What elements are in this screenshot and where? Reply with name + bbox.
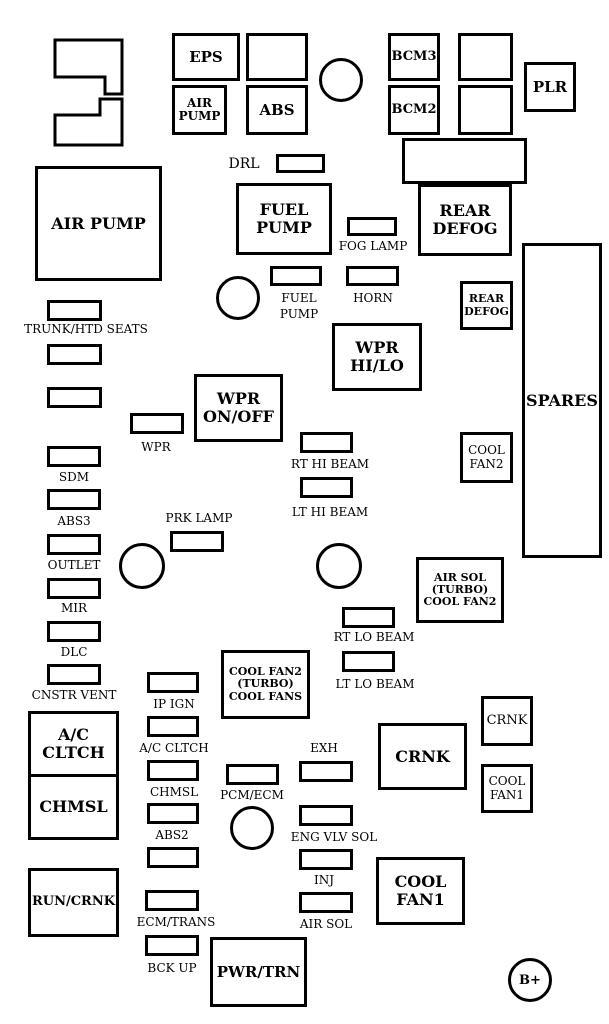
relay-run-crnk: RUN/CRNK bbox=[28, 868, 119, 937]
fuse-label-prk-lamp: PRK LAMP bbox=[165, 511, 233, 525]
bolt-terminal-top bbox=[319, 58, 363, 102]
relay-cool-fan1-small: COOL FAN1 bbox=[481, 764, 533, 813]
fuse-label-eng-vlv-sol: ENG VLV SOL bbox=[290, 830, 378, 844]
fuse-rt-hi-beam bbox=[300, 432, 353, 453]
fuse-label-fog-lamp: FOG LAMP bbox=[338, 239, 408, 253]
fuse-label-horn: HORN bbox=[353, 291, 393, 305]
bolt-terminal-center bbox=[316, 543, 362, 589]
fuse-fuel-pump bbox=[270, 266, 322, 286]
relay-blank-bcm bbox=[458, 33, 513, 81]
fuse-label-cnstr-vent: CNSTR VENT bbox=[31, 688, 117, 702]
fuse-label-ecm-trans: ECM/TRANS bbox=[136, 915, 216, 929]
bolt-terminal-bottom bbox=[230, 806, 274, 850]
relay-air-pump-large: AIR PUMP bbox=[35, 166, 162, 281]
relay-blank-top bbox=[246, 33, 308, 81]
fuse-label-ac-cltch: A/C CLTCH bbox=[139, 741, 209, 755]
fuse-label-abs3: ABS3 bbox=[57, 514, 91, 528]
fuse-ecm-trans bbox=[145, 890, 199, 911]
relay-fuel-pump: FUEL PUMP bbox=[236, 183, 332, 255]
fuse-drl bbox=[276, 154, 325, 173]
fuse-label-ip-ign: IP IGN bbox=[153, 697, 195, 711]
relay-rear-defog-large: REAR DEFOG bbox=[418, 184, 512, 256]
battery-terminal-b-plus: B+ bbox=[508, 958, 552, 1002]
relay-bcm2: BCM2 bbox=[388, 85, 440, 135]
fuse-lt-hi-beam bbox=[300, 477, 353, 498]
bolt-terminal-left bbox=[119, 543, 165, 589]
fuse-eng-vlv-sol bbox=[299, 805, 353, 826]
fuse-prk-lamp bbox=[170, 531, 224, 552]
fuse-label-chmsl: CHMSL bbox=[149, 785, 199, 799]
fuse-blank-2 bbox=[47, 387, 102, 408]
fuse-label-dlc: DLC bbox=[60, 645, 88, 659]
fuse-abs3 bbox=[47, 489, 101, 510]
fuse-bck-up bbox=[145, 935, 199, 956]
fuse-label-mir: MIR bbox=[60, 601, 88, 615]
relay-wpr-on-off: WPR ON/OFF bbox=[194, 374, 283, 442]
fuse-label-abs2: ABS2 bbox=[155, 828, 189, 842]
relay-air-sol-turbo: AIR SOL (TURBO) COOL FAN2 bbox=[416, 557, 504, 623]
fuse-exh bbox=[299, 761, 353, 782]
connector-outline-top bbox=[53, 38, 124, 147]
relay-chmsl: CHMSL bbox=[28, 774, 119, 840]
fuse-label-pcm-ecm: PCM/ECM bbox=[220, 788, 284, 802]
fuse-label-wpr: WPR bbox=[141, 440, 171, 454]
fuse-trunk-htd-seats bbox=[47, 300, 102, 321]
fuse-label-inj: INJ bbox=[313, 873, 335, 887]
fuse-fog-lamp bbox=[347, 217, 397, 236]
fuse-inj bbox=[299, 849, 353, 870]
fuse-label-outlet: OUTLET bbox=[47, 558, 101, 572]
relay-blank-bcm2 bbox=[458, 85, 513, 135]
relay-wpr-hi-lo: WPR HI/LO bbox=[332, 323, 422, 391]
relay-ac-cltch: A/C CLTCH bbox=[28, 711, 119, 777]
fuse-label-drl: DRL bbox=[228, 156, 260, 172]
relay-bar bbox=[402, 138, 527, 184]
fuse-label-trunk-htd-seats: TRUNK/HTD SEATS bbox=[24, 322, 148, 336]
fuse-sdm bbox=[47, 446, 101, 467]
fuse-label-fuel-pump: FUEL PUMP bbox=[279, 291, 319, 322]
fuse-dlc bbox=[47, 621, 101, 642]
fuse-label-bck-up: BCK UP bbox=[147, 961, 197, 975]
relay-plr: PLR bbox=[524, 62, 576, 112]
fuse-pcm-ecm bbox=[226, 764, 279, 785]
relay-crnk-small: CRNK bbox=[481, 696, 533, 746]
fuse-mir bbox=[47, 578, 101, 599]
fuse-ac-cltch bbox=[147, 716, 199, 737]
fuse-outlet bbox=[47, 534, 101, 555]
fuse-air-sol bbox=[299, 892, 353, 913]
block-spares: SPARES bbox=[522, 243, 602, 558]
relay-cool-fan2-turbo: COOL FAN2 (TURBO) COOL FANS bbox=[221, 650, 310, 719]
fuse-label-exh: EXH bbox=[310, 741, 338, 755]
fuse-lt-lo-beam bbox=[342, 651, 395, 672]
fuse-abs2 bbox=[147, 803, 199, 824]
relay-cool-fan2-small: COOL FAN2 bbox=[460, 432, 513, 483]
relay-crnk-large: CRNK bbox=[378, 723, 467, 790]
fuse-cnstr-vent bbox=[47, 664, 101, 685]
fuse-label-rt-hi-beam: RT HI BEAM bbox=[290, 457, 370, 471]
fuse-blank-3 bbox=[147, 847, 199, 868]
fuse-wpr bbox=[130, 413, 184, 434]
fuse-label-sdm: SDM bbox=[58, 470, 90, 484]
relay-eps: EPS bbox=[172, 33, 240, 81]
fuse-chmsl bbox=[147, 760, 199, 781]
fuse-label-air-sol: AIR SOL bbox=[299, 917, 353, 931]
relay-pwr-trn: PWR/TRN bbox=[210, 937, 307, 1007]
fuse-rt-lo-beam bbox=[342, 607, 395, 628]
relay-cool-fan1-large: COOL FAN1 bbox=[376, 857, 465, 925]
fuse-blank-1 bbox=[47, 344, 102, 365]
relay-rear-defog-small: REAR DEFOG bbox=[460, 281, 513, 330]
fuse-horn bbox=[346, 266, 399, 286]
relay-abs: ABS bbox=[246, 85, 308, 135]
fuse-label-rt-lo-beam: RT LO BEAM bbox=[333, 630, 415, 644]
relay-air-pump-small: AIR PUMP bbox=[172, 85, 227, 135]
fuse-ip-ign bbox=[147, 672, 199, 693]
bolt-terminal-fuel bbox=[216, 276, 260, 320]
fuse-label-lt-lo-beam: LT LO BEAM bbox=[335, 677, 415, 691]
relay-bcm3: BCM3 bbox=[388, 33, 440, 81]
fuse-label-lt-hi-beam: LT HI BEAM bbox=[291, 505, 369, 519]
